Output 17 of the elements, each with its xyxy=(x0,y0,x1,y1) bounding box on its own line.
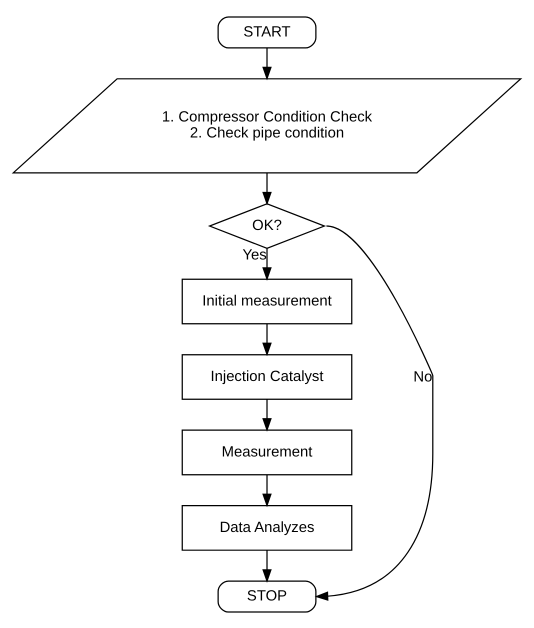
node-box: Initial measurement xyxy=(182,278,352,324)
arrow xyxy=(314,224,434,600)
edge-label: Yes xyxy=(242,247,267,264)
arrow xyxy=(262,172,272,206)
node-box: Injection Catalyst xyxy=(182,354,352,400)
edge-label: No xyxy=(413,368,432,385)
node-box: STOP xyxy=(218,580,316,612)
arrow xyxy=(262,474,272,507)
node-box: Measurement xyxy=(182,429,352,475)
node-box: START xyxy=(218,16,316,48)
arrow xyxy=(262,48,272,80)
arrow xyxy=(262,550,272,582)
node-diamond: OK? xyxy=(208,202,326,248)
arrow xyxy=(262,323,272,356)
node-box: Data Analyzes xyxy=(182,504,352,550)
arrow xyxy=(262,398,272,432)
arrow xyxy=(262,248,272,280)
